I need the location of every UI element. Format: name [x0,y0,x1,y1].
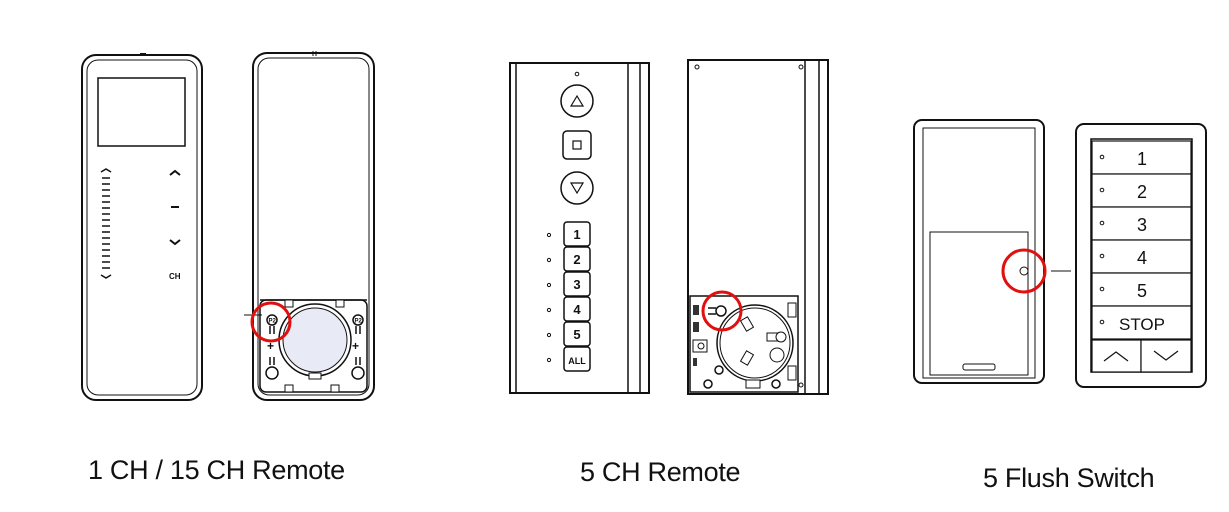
remote-5ch-back [687,59,829,395]
flush-switch-back [913,119,1071,384]
indicator-led [546,357,552,363]
highlight-circle [701,290,743,332]
down-arrow-button[interactable] [1140,339,1192,373]
svg-text:4: 4 [1137,248,1147,268]
channel-button-2[interactable]: 2 [563,246,591,272]
down-button[interactable] [560,171,594,205]
svg-text:5: 5 [1137,281,1147,301]
stop-button[interactable] [562,130,592,160]
channel-button-5[interactable]: 5 [563,321,591,347]
up-button[interactable] [560,84,594,118]
lcd-screen [97,77,186,147]
flush-button-1[interactable]: 1 [1091,140,1192,175]
svg-text:1: 1 [573,227,580,242]
svg-text:+: + [352,339,359,353]
remote-1ch-front: CH [81,53,203,401]
channel-button-all[interactable]: ALL [563,346,591,372]
remote-1ch-back: P2 + P2 + [244,51,375,401]
svg-text:5: 5 [573,327,580,342]
highlight-circle [250,301,292,343]
highlight-circle [1001,248,1047,294]
indicator-led [546,307,552,313]
down-chevron-icon[interactable] [169,239,181,246]
svg-text:2: 2 [1137,182,1147,202]
svg-text:+: + [267,339,274,353]
channel-button-4[interactable]: 4 [563,296,591,322]
flush-button-stop[interactable]: STOP [1091,305,1192,340]
caption-flush-switch: 5 Flush Switch [983,463,1155,493]
battery-holder [716,304,794,382]
slider-icon [100,168,112,279]
svg-text:3: 3 [1137,215,1147,235]
caption-1ch-remote: 1 CH / 15 CH Remote [88,455,345,485]
svg-text:2: 2 [573,252,580,267]
flush-button-2[interactable]: 2 [1091,173,1192,208]
svg-text:STOP: STOP [1119,315,1165,334]
svg-text:4: 4 [573,302,581,317]
flush-button-3[interactable]: 3 [1091,206,1192,241]
svg-text:ALL: ALL [568,356,586,366]
channel-button-3[interactable]: 3 [563,271,591,297]
channel-button-1[interactable]: 1 [563,221,591,247]
svg-text:1: 1 [1137,149,1147,169]
svg-text:P2: P2 [269,319,277,325]
flush-button-4[interactable]: 4 [1091,239,1192,274]
indicator-led [546,257,552,263]
svg-text:3: 3 [573,277,580,292]
up-arrow-button[interactable] [1091,339,1142,373]
flush-button-5[interactable]: 5 [1091,272,1192,307]
caption-5ch-remote: 5 CH Remote [580,457,741,487]
indicator-led [546,282,552,288]
up-chevron-icon[interactable] [169,169,181,176]
program-button[interactable] [1019,266,1029,276]
indicator-led [546,232,552,238]
indicator-led [546,332,552,338]
channel-label[interactable]: CH [169,272,181,281]
svg-text:P2: P2 [355,319,363,325]
